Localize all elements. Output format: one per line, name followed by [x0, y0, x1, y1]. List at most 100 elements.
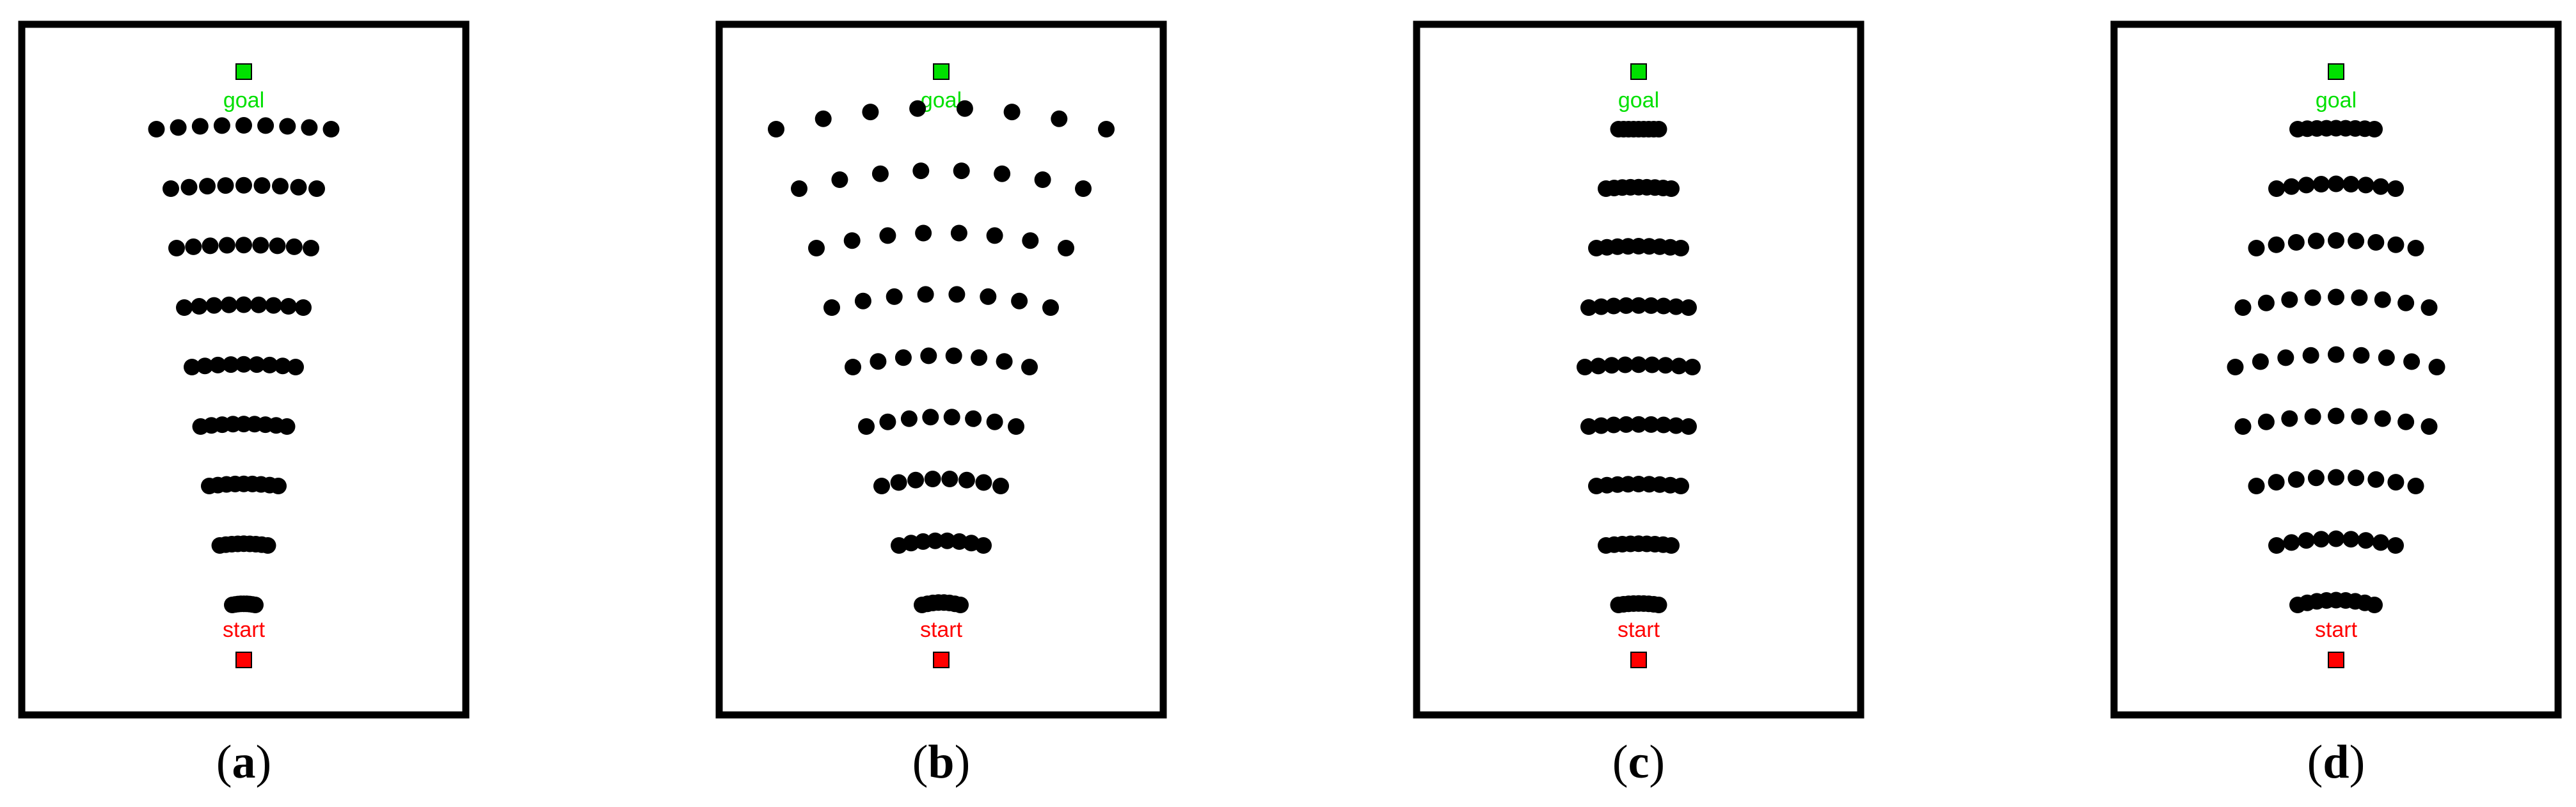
dot-row — [858, 409, 1024, 435]
robot-dot — [2268, 180, 2285, 197]
robot-dot — [922, 409, 939, 426]
panel-caption: (a) — [216, 736, 271, 788]
robot-dot — [912, 162, 930, 180]
robot-dot — [2351, 289, 2368, 306]
robot-dot — [185, 238, 202, 255]
robot-dot — [926, 532, 944, 549]
robot-dot — [854, 292, 871, 309]
robot-dot — [953, 162, 970, 180]
dot-row — [1598, 178, 1680, 197]
robot-dot — [218, 237, 235, 254]
robot-dot — [1663, 537, 1680, 554]
robot-dot — [2366, 597, 2383, 613]
robot-dot — [235, 237, 252, 254]
dot-row — [2234, 407, 2438, 435]
dot-row — [1577, 356, 1701, 375]
robot-dot — [915, 224, 932, 242]
robot-dot — [950, 224, 967, 242]
robot-dot — [1684, 359, 1701, 375]
robot-dot — [2353, 347, 2370, 364]
robot-dot — [1644, 356, 1660, 373]
dot-row — [808, 224, 1074, 256]
robot-dot — [924, 471, 941, 487]
start-marker — [933, 652, 950, 668]
panel-caption: (d) — [2307, 736, 2365, 788]
robot-dot — [303, 240, 319, 256]
robot-dot — [2342, 531, 2360, 548]
robot-dot — [2312, 531, 2330, 548]
robot-dot — [1022, 232, 1039, 249]
robot-dot — [1667, 298, 1685, 315]
robot-dot — [870, 353, 887, 370]
robot-dot — [2407, 240, 2424, 256]
dot-row — [2289, 592, 2383, 613]
robot-dot — [148, 121, 165, 137]
robot-dot — [235, 356, 252, 373]
robot-dot — [199, 178, 216, 195]
robot-dot — [2387, 236, 2405, 253]
dot-row — [1588, 476, 1689, 494]
robot-dot — [202, 237, 219, 255]
robot-dot — [209, 356, 227, 373]
start-marker — [1630, 652, 1647, 668]
dot-row — [224, 595, 264, 613]
robot-dot — [948, 286, 966, 303]
robot-dot — [2304, 408, 2321, 425]
robot-dot — [1605, 416, 1622, 434]
robot-dot — [858, 418, 875, 435]
robot-dot — [253, 177, 271, 194]
robot-dot — [958, 471, 975, 489]
robot-dot — [2342, 176, 2360, 192]
start-marker — [2328, 652, 2344, 668]
panel-caption: (c) — [1612, 736, 1665, 788]
robot-dot — [1593, 417, 1610, 434]
dot-row — [1580, 416, 1697, 435]
start-label: start — [1618, 618, 1660, 642]
robot-dot — [2268, 537, 2285, 554]
robot-dot — [2367, 234, 2385, 251]
robot-dot — [247, 597, 264, 613]
panel-caption-letter: a — [232, 736, 256, 788]
robot-dot — [2281, 291, 2298, 308]
dot-row — [1610, 595, 1667, 613]
robot-dot — [301, 119, 318, 136]
robot-dot — [2257, 294, 2275, 311]
robot-dot — [845, 359, 861, 375]
robot-dot — [290, 178, 307, 196]
robot-dot — [992, 478, 1009, 494]
robot-dot — [1630, 297, 1647, 314]
robot-dot — [220, 296, 237, 313]
robot-dot — [250, 296, 267, 313]
dot-row — [163, 176, 325, 197]
dot-row — [768, 100, 1115, 137]
robot-dot — [900, 410, 918, 427]
robot-dot — [2428, 359, 2445, 375]
panel-caption-letter: b — [928, 736, 954, 788]
robot-dot — [2268, 236, 2285, 253]
robot-dot — [2421, 418, 2438, 435]
robot-dot — [2357, 176, 2374, 194]
robot-dot — [1058, 240, 1074, 256]
robot-dot — [2348, 469, 2365, 487]
dot-row — [168, 237, 319, 256]
robot-dot — [914, 533, 932, 550]
robot-dot — [909, 100, 926, 117]
robot-dot — [1051, 110, 1068, 127]
dot-row — [2268, 530, 2404, 554]
dot-row — [914, 594, 969, 613]
robot-dot — [1655, 416, 1672, 434]
robot-dot — [1603, 357, 1620, 374]
robot-dot — [1075, 180, 1092, 197]
robot-dot — [308, 180, 325, 197]
robot-dot — [1618, 416, 1635, 433]
robot-dot — [873, 478, 890, 494]
robot-dot — [1580, 299, 1597, 316]
robot-dot — [986, 227, 1003, 244]
robot-dot — [279, 118, 296, 135]
robot-dot — [879, 413, 896, 430]
robot-dot — [907, 471, 925, 489]
robot-dot — [1003, 104, 1021, 121]
dot-row — [192, 416, 296, 435]
robot-dot — [2302, 347, 2319, 364]
robot-dot — [980, 288, 997, 305]
